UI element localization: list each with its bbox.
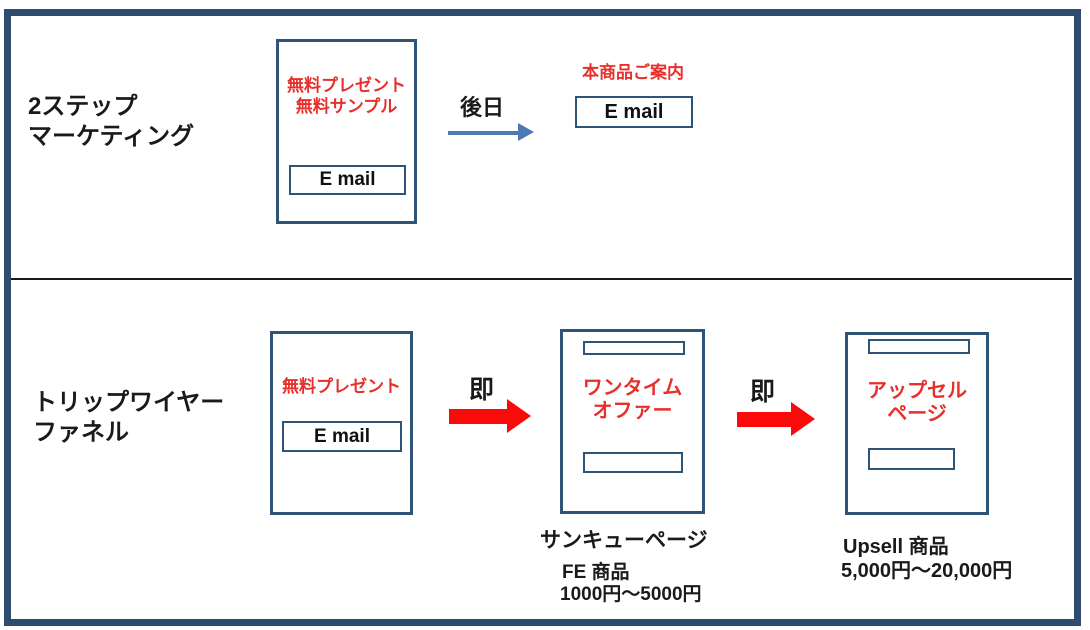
followup-offer-headline: 本商品ご案内: [582, 63, 684, 82]
row-label-tripwire-funnel: トリップワイヤー ファネル: [33, 388, 224, 448]
email-field-label: E mail: [319, 169, 376, 190]
oto-headline-line1: ワンタイム: [582, 377, 683, 399]
upsell-headline-line2: ページ: [887, 403, 947, 425]
upsell-page-box: アップセル ページ: [845, 332, 989, 515]
placeholder-bar: [583, 452, 683, 473]
one-time-offer-page-box: ワンタイム オファー: [560, 329, 705, 514]
delayed-arrow-head: [518, 123, 534, 141]
email-field-box: E mail: [289, 165, 406, 195]
email-field-label: E mail: [314, 425, 370, 447]
email-field-box: E mail: [575, 96, 693, 128]
section-divider-line: [11, 278, 1072, 280]
email-field-label: E mail: [604, 100, 664, 123]
delayed-arrow-label: 後日: [460, 95, 505, 120]
one-time-offer-headline: ワンタイム オファー: [563, 377, 702, 423]
optin-page-box-two-step: 無料プレゼント 無料サンプル E mail: [276, 39, 417, 224]
row-label-two-step-marketing: 2ステップ マーケティング: [28, 92, 194, 152]
upsell-headline-line1: アップセル: [867, 380, 967, 402]
delayed-arrow-shaft: [448, 131, 518, 135]
immediate-arrow-1-shaft: [449, 409, 507, 424]
upsell-page-headline: アップセル ページ: [848, 380, 986, 426]
optin-page-box-tripwire: 無料プレゼント E mail: [270, 331, 413, 515]
upsell-price-range-caption: 5,000円～20,000円: [841, 560, 1013, 582]
row-label-line1: トリップワイヤー: [33, 389, 225, 416]
optin-headline-line2: 無料サンプル: [295, 97, 398, 116]
optin-headline-line1: 無料プレゼント: [287, 76, 406, 95]
immediate-arrow-2-head: [791, 402, 815, 436]
immediate-arrow-2-shaft: [737, 412, 791, 427]
placeholder-bar: [868, 339, 970, 354]
row-label-line2: マーケティング: [28, 123, 195, 150]
fe-price-range-caption: 1000円～5000円: [560, 584, 702, 605]
email-field-box: E mail: [282, 421, 402, 452]
placeholder-bar: [583, 341, 685, 355]
upsell-product-caption: Upsell 商品: [843, 536, 949, 558]
immediate-arrow-label-1: 即: [469, 376, 495, 404]
row-label-line2: ファネル: [33, 419, 129, 446]
immediate-arrow-1-head: [507, 399, 531, 433]
oto-headline-line2: オファー: [592, 400, 673, 422]
optin-headline: 無料プレゼント: [273, 376, 410, 397]
optin-headline-line1: 無料プレゼント: [282, 377, 401, 396]
fe-product-caption: FE 商品: [562, 562, 630, 583]
placeholder-bar: [868, 448, 955, 470]
thank-you-page-caption: サンキューページ: [540, 529, 708, 552]
optin-headline: 無料プレゼント 無料サンプル: [279, 75, 414, 117]
immediate-arrow-label-2: 即: [750, 378, 776, 406]
diagram-frame: [4, 9, 1081, 626]
row-label-line1: 2ステップ: [28, 93, 138, 120]
